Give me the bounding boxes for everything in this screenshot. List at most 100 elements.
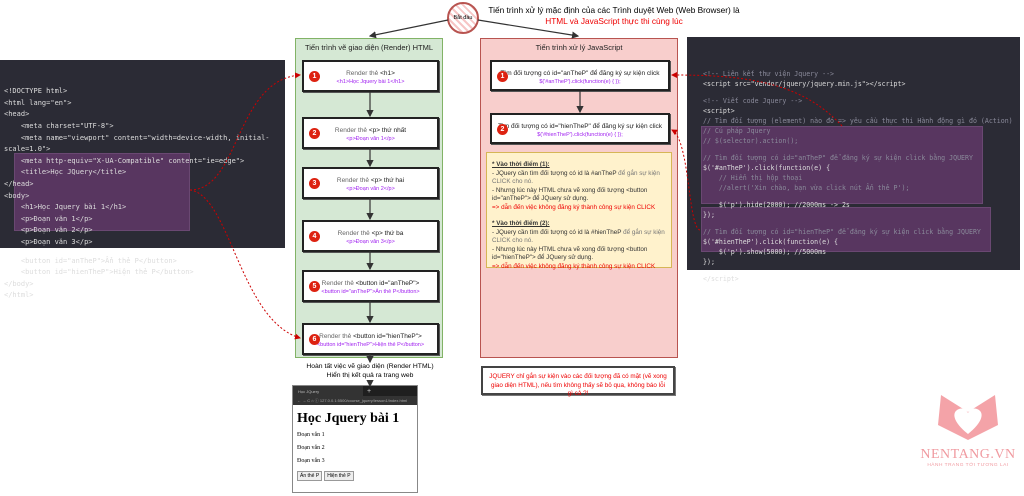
logo-name: NENTANG.VN [920, 447, 1016, 462]
code-line: <title>Học JQuery</title> [4, 168, 127, 177]
step-code: $('#anTheP').click(function(e) { }); [539, 79, 621, 85]
code-line: // Tìm đối tượng có id="hienTheP" để đăn… [703, 227, 981, 236]
step-text: Render thẻ [346, 70, 381, 77]
code-line [703, 194, 1020, 201]
code-line: <h1>Học Jquery bài 1</h1> [4, 203, 127, 212]
note-b1: - Nhưng lúc này HTML chưa vẽ xong đối tư… [492, 186, 648, 203]
step-text: Render thẻ [334, 127, 369, 134]
step-number: 6 [309, 334, 320, 345]
step-code: <p>Đoạn văn 3</p> [346, 239, 395, 245]
anthep-highlight [701, 126, 983, 204]
note-b2: - Nhưng lúc này HTML chưa vẽ xong đối tư… [492, 245, 648, 262]
code-line: <body> [4, 191, 30, 200]
title-line-1: Tiến trình xử lý mặc định của các Trình … [488, 5, 740, 15]
done-line-2: Hiển thị kết quả ra trang web [326, 372, 414, 379]
code-line: <!-- Viết code Jquery --> [703, 97, 803, 106]
url-bar[interactable]: 127.0.0.1:5500/course_jquery/lesson1/ind… [319, 398, 408, 403]
note-a2b: để gắn sự kiện CLICK cho nó. [492, 228, 665, 245]
step-tag: <p> thứ ba [371, 230, 404, 237]
page-paragraph: Đoạn văn 3 [297, 458, 325, 464]
page-paragraph: Đoạn văn 1 [297, 432, 325, 438]
step-number: 1 [309, 71, 320, 82]
note-a1b: để gắn sự kiện CLICK cho nó. [492, 169, 660, 186]
code-line [4, 249, 281, 256]
note-c2: => dẫn đến việc không đăng ký thành công… [492, 262, 656, 270]
step-text: Render thẻ [337, 230, 372, 237]
done-line-1: Hoàn tất việc vẽ giao diện (Render HTML) [306, 363, 434, 370]
code-line: <html lang="en"> [4, 98, 72, 107]
code-line [703, 147, 1020, 154]
note-t2: * Vào thời điểm (2): [492, 220, 550, 227]
code-line: </script> [703, 274, 739, 283]
code-line: <button id="hienTheP">Hiện thẻ P</button… [4, 268, 194, 277]
code-line: <button id="anTheP">Ẩn thẻ P</button> [4, 256, 177, 265]
code-line: scale=1.0"> [4, 145, 51, 154]
warning-box: JQUERY chỉ gắn sự kiện vào các đối tượng… [481, 366, 675, 397]
code-line: // Hiển thị hộp thoại [703, 174, 803, 183]
step-number: 4 [309, 231, 320, 242]
html-code-panel: <!DOCTYPE html> <html lang="en"> <head> <m… [0, 60, 285, 299]
browser-tab[interactable]: Học JQuery [293, 386, 363, 396]
code-line: <!-- Liên kết thư viện Jquery --> [703, 70, 835, 79]
code-line: <head> [4, 110, 30, 119]
code-line: }); [703, 258, 715, 267]
book-heart-icon [938, 395, 998, 440]
step-code: $('#hienTheP').click(function(e) { }); [537, 132, 623, 138]
step-text: Render thẻ [319, 333, 354, 340]
page-paragraph: Đoạn văn 2 [297, 445, 325, 451]
new-tab-icon[interactable]: + [367, 387, 372, 395]
logo-tagline: HÀNH TRANG TỚI TƯƠNG LAI [927, 463, 1009, 468]
render-panel-title: Tiến trình vẽ giao diện (Render) HTML [304, 43, 434, 52]
code-line: // Tìm đối tượng (element) nào đó => yêu… [703, 117, 1013, 126]
start-node: Bắt đầu [447, 2, 479, 34]
code-line: </html> [4, 291, 34, 300]
js-code-lines: <!-- Liên kết thư viện Jquery --><script… [703, 69, 1020, 284]
code-line: <script> [703, 107, 735, 116]
step-code: <button id="anTheP">Ẩn thẻ P</button> [321, 289, 420, 295]
start-label: Bắt đầu [453, 15, 473, 21]
step-code: <button id="hienTheP">Hiện thẻ P</button… [316, 342, 425, 348]
code-line: // $(selector).action(); [703, 137, 799, 146]
code-line: <meta http-equiv="X-UA-Compatible" conte… [4, 156, 245, 165]
code-line: // Tìm đối tượng có id="anTheP" để đăng … [703, 154, 973, 163]
step-code: <h1>Học Jquery bài 1</h1> [336, 79, 405, 85]
show-p-button[interactable]: Hiện thẻ P [324, 471, 354, 481]
browser-toolbar: ← → C ⌂ ⓘ 127.0.0.1:5500/course_jquery/l… [293, 396, 417, 405]
js-panel-title: Tiến trình xử lý JavaScript [535, 43, 623, 52]
browser-tab-strip: Học JQuery + [293, 386, 417, 396]
code-line: <script src="vendor/jquery/jquery.min.js… [703, 80, 906, 89]
nav-icons[interactable]: ← → C ⌂ ⓘ [297, 398, 320, 403]
step-number: 5 [309, 281, 320, 292]
code-line: }); [703, 211, 715, 220]
step-text: Tìm đối tượng có id="anTheP" để đăng ký … [500, 70, 660, 77]
step-number: 1 [497, 71, 508, 82]
note-t1: * Vào thời điểm (1): [492, 161, 550, 168]
js-code-panel: <!-- Liên kết thư viện Jquery --><script… [687, 37, 1020, 283]
code-line [703, 267, 1020, 274]
diagram-title: Tiến trình xử lý mặc định của các Trình … [484, 5, 744, 27]
page-paragraphs: Đoạn văn 1 Đoạn văn 2 Đoạn văn 3 [293, 432, 417, 464]
code-line: $('p').hide(2000); //2000ms -> 2s [703, 201, 850, 210]
code-line: $('#anTheP').click(function(e) { [703, 164, 831, 173]
step-code: <p>Đoạn văn 1</p> [346, 136, 395, 142]
code-line: </head> [4, 179, 34, 188]
step-text: Render thẻ [336, 177, 371, 184]
code-line: // Cú pháp Jquery [703, 127, 771, 136]
render-step-4: 4 Render thẻ <p> thứ ba <p>Đoạn văn 3</p> [302, 220, 439, 252]
code-line: <p>Đoạn văn 2</p> [4, 226, 93, 235]
step-tag: <button id="anTheP"> [355, 280, 420, 287]
step-number: 3 [309, 178, 320, 189]
step-tag: <button id="hienTheP"> [353, 333, 422, 340]
code-line: <p>Đoạn văn 3</p> [4, 237, 93, 246]
step-tag: <p> thứ hai [370, 177, 405, 184]
hide-p-button[interactable]: Ẩn thẻ P [297, 471, 323, 481]
code-line: <p>Đoạn văn 1</p> [4, 214, 93, 223]
page-buttons: Ẩn thẻ P Hiện thẻ P [297, 471, 413, 481]
code-line: <!DOCTYPE html> [4, 87, 68, 96]
code-line: <meta charset="UTF-8"> [4, 121, 114, 130]
timing-note: * Vào thời điểm (1): - JQuery cần tìm đố… [486, 152, 672, 270]
code-line: $('#hienTheP').click(function(e) { [703, 237, 838, 246]
